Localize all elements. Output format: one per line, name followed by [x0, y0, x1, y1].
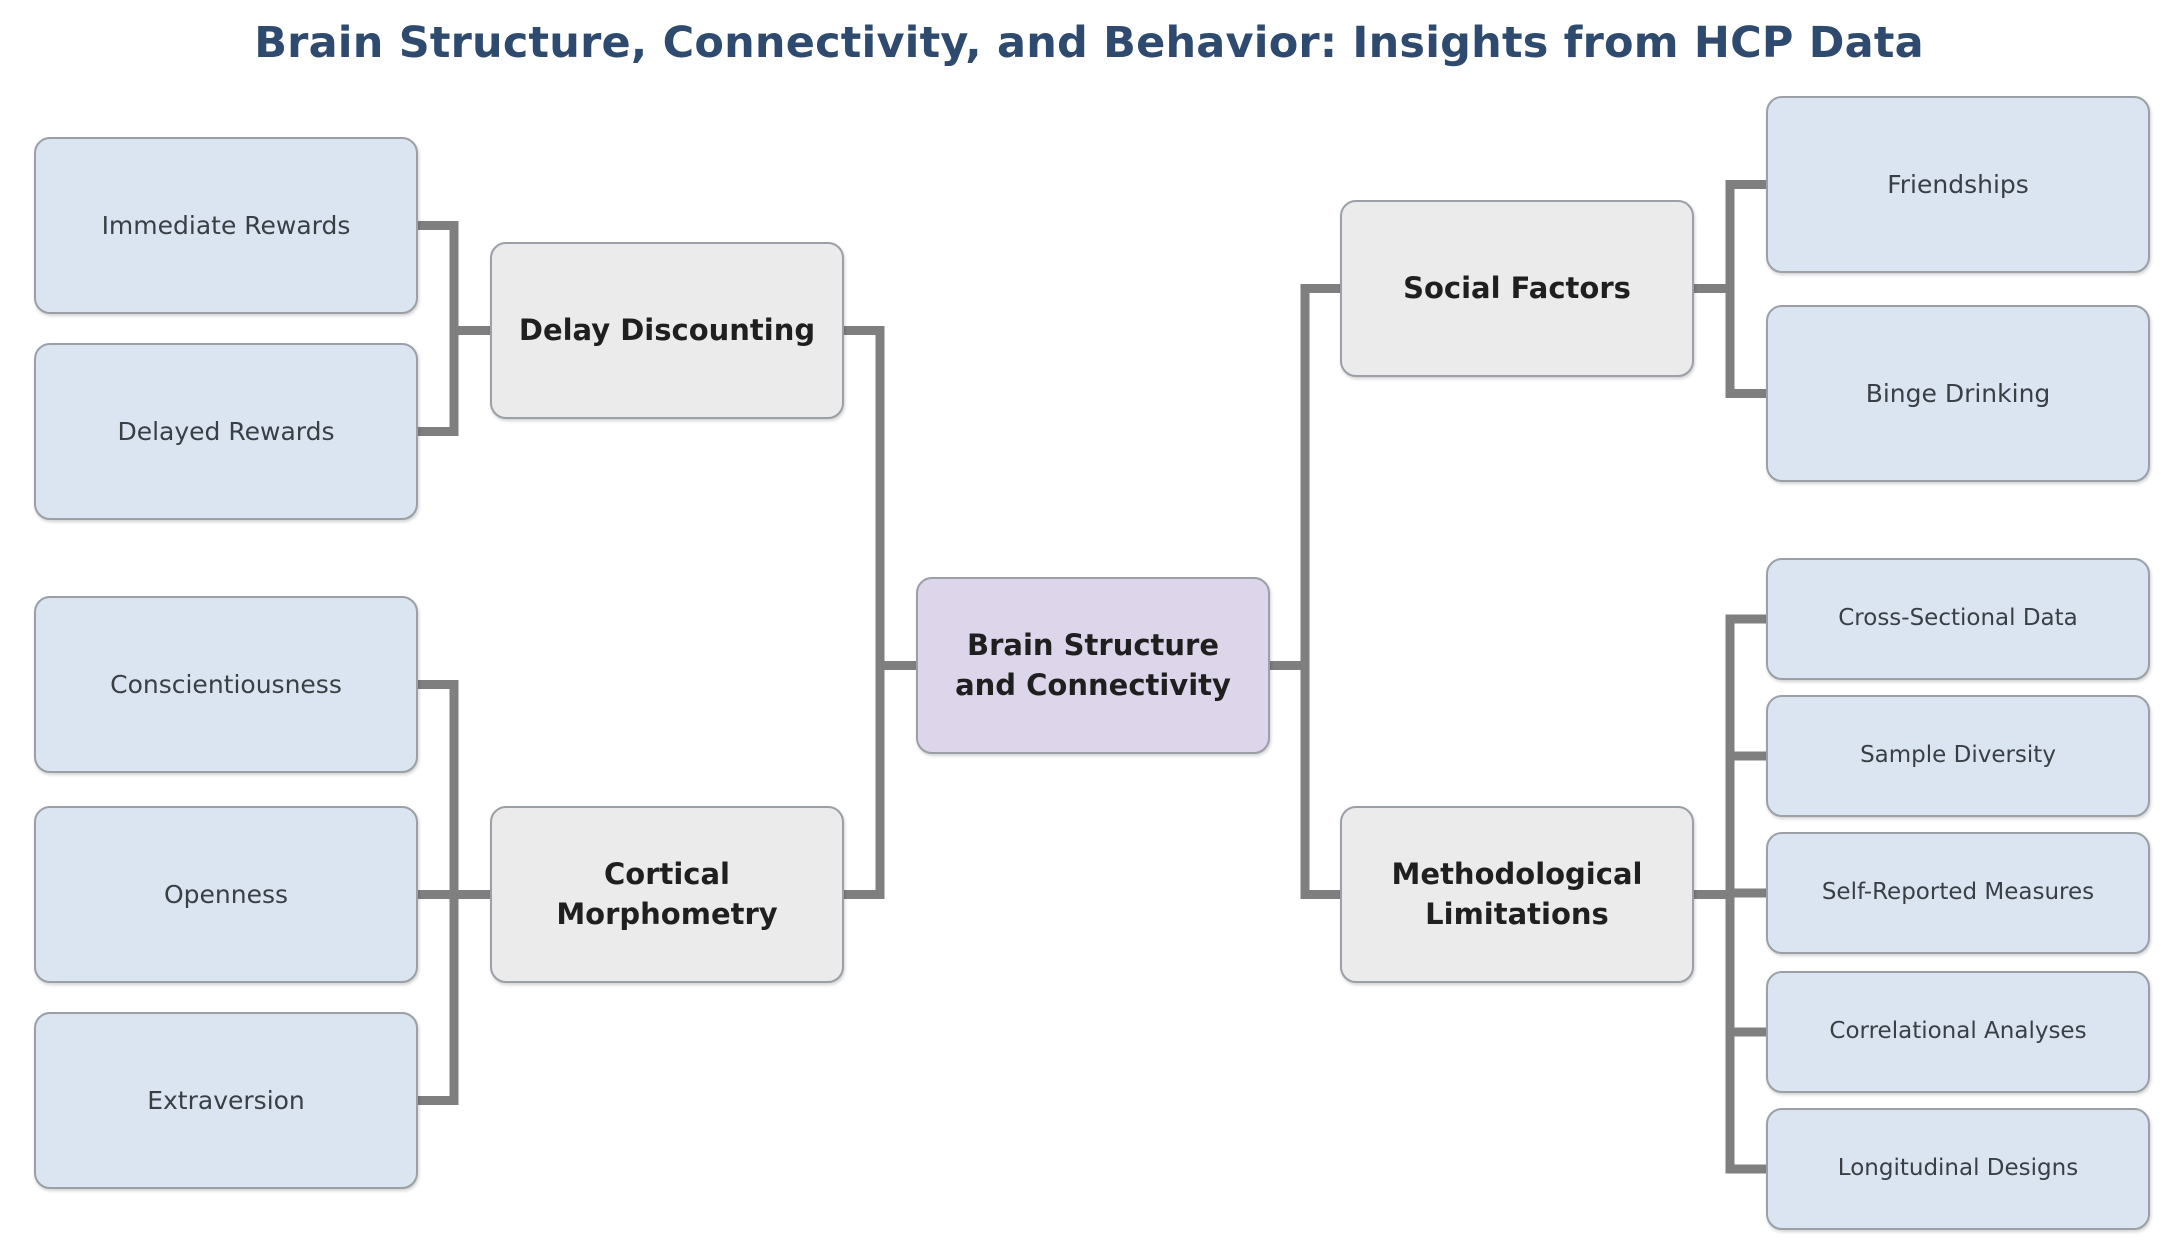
connector-methodological-limitations-to-sample-diversity: [1694, 751, 1766, 899]
diagram-title: Brain Structure, Connectivity, and Behav…: [254, 18, 1924, 68]
node-social-factors: Social Factors: [1340, 200, 1694, 377]
node-methodological-limitations: Methodological Limitations: [1340, 806, 1694, 983]
node-openness: Openness: [34, 806, 418, 983]
connector-root-to-cortical-morphometry: [844, 661, 916, 899]
node-root-brain-structure: Brain Structure and Connectivity: [916, 577, 1270, 754]
node-delay-discounting: Delay Discounting: [490, 242, 844, 419]
connector-delay-discounting-to-delayed-rewards: [418, 326, 490, 436]
node-sample-diversity: Sample Diversity: [1766, 695, 2150, 817]
node-cross-sectional-data: Cross-Sectional Data: [1766, 558, 2150, 680]
connector-social-factors-to-binge-drinking: [1694, 284, 1766, 398]
node-self-reported-measures: Self-Reported Measures: [1766, 832, 2150, 954]
node-cortical-morphometry: Cortical Morphometry: [490, 806, 844, 983]
connector-social-factors-to-friendships: [1694, 180, 1766, 293]
connector-methodological-limitations-to-longitudinal-designs: [1694, 890, 1766, 1174]
node-binge-drinking: Binge Drinking: [1766, 305, 2150, 482]
connector-root-to-methodological-limitations: [1270, 661, 1340, 899]
node-longitudinal-designs: Longitudinal Designs: [1766, 1108, 2150, 1230]
connector-root-to-delay-discounting: [844, 326, 916, 670]
node-extraversion: Extraversion: [34, 1012, 418, 1189]
connector-delay-discounting-to-immediate-rewards: [418, 221, 490, 335]
connector-cortical-morphometry-to-conscientiousness: [418, 680, 490, 899]
node-conscientiousness: Conscientiousness: [34, 596, 418, 773]
node-delayed-rewards: Delayed Rewards: [34, 343, 418, 520]
connector-cortical-morphometry-to-extraversion: [418, 890, 490, 1105]
node-immediate-rewards: Immediate Rewards: [34, 137, 418, 314]
node-correlational-analyses: Correlational Analyses: [1766, 971, 2150, 1093]
node-friendships: Friendships: [1766, 96, 2150, 273]
connector-root-to-social-factors: [1270, 284, 1340, 670]
